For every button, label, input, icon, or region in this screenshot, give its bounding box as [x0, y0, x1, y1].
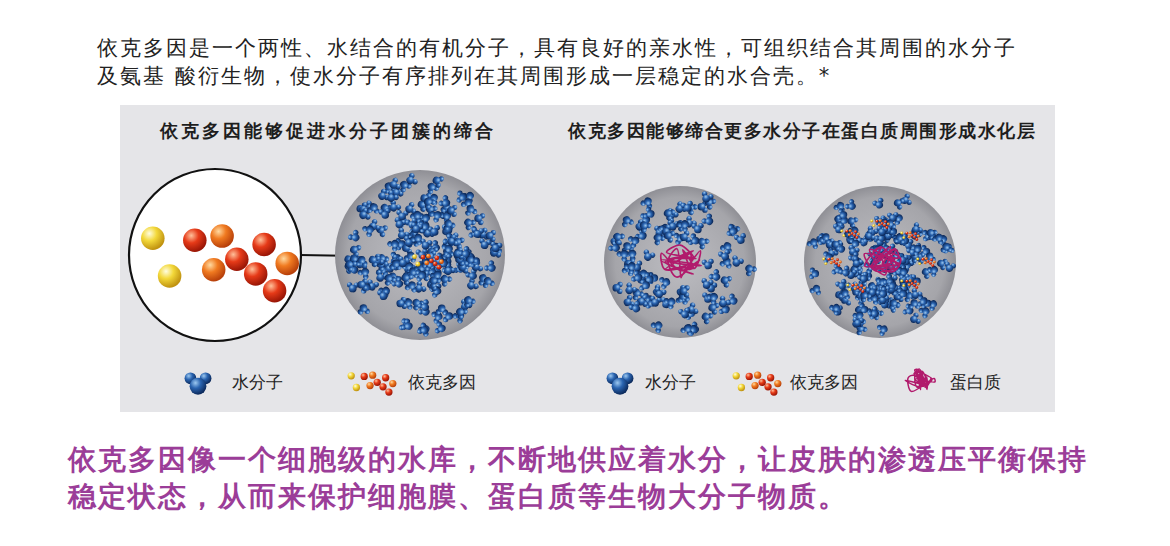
legend-label: 水分子 — [645, 371, 696, 394]
panel-heading: 依克多因能够促进水分子团簇的缔合 — [160, 119, 496, 143]
legend-label: 蛋白质 — [950, 371, 1001, 394]
intro-paragraph: 依克多因是一个两性、水结合的有机分子，具有良好的亲水性，可组织结合其周围的水分子… — [97, 35, 1035, 91]
water-protein — [607, 190, 758, 336]
hydration-layer — [806, 193, 956, 337]
panel-heading: 依克多因能够缔合更多水分子在蛋白质周围形成水化层 — [568, 119, 1036, 143]
legend-label: 依克多因 — [790, 371, 858, 394]
molecule-view — [604, 186, 756, 338]
water-cluster — [342, 172, 504, 338]
zoom-circle — [129, 169, 301, 341]
caption-text: 依克多因像一个细胞级的水库，不断地供应着水分，让皮肤的渗透压平衡保持 稳定状态，… — [68, 442, 1098, 516]
legend-label: 水分子 — [232, 371, 283, 394]
figure-panel: 依克多因能够促进水分子团簇的缔合 依克多因能够缔合更多水分子在蛋白质周围形成水化层… — [120, 105, 1055, 412]
ectoine-molecule — [141, 224, 299, 302]
legend-icons — [185, 369, 936, 396]
legend-label: 依克多因 — [408, 371, 476, 394]
molecule-view — [804, 186, 956, 338]
molecule-illustration — [120, 105, 1055, 412]
molecule-view — [335, 170, 505, 340]
